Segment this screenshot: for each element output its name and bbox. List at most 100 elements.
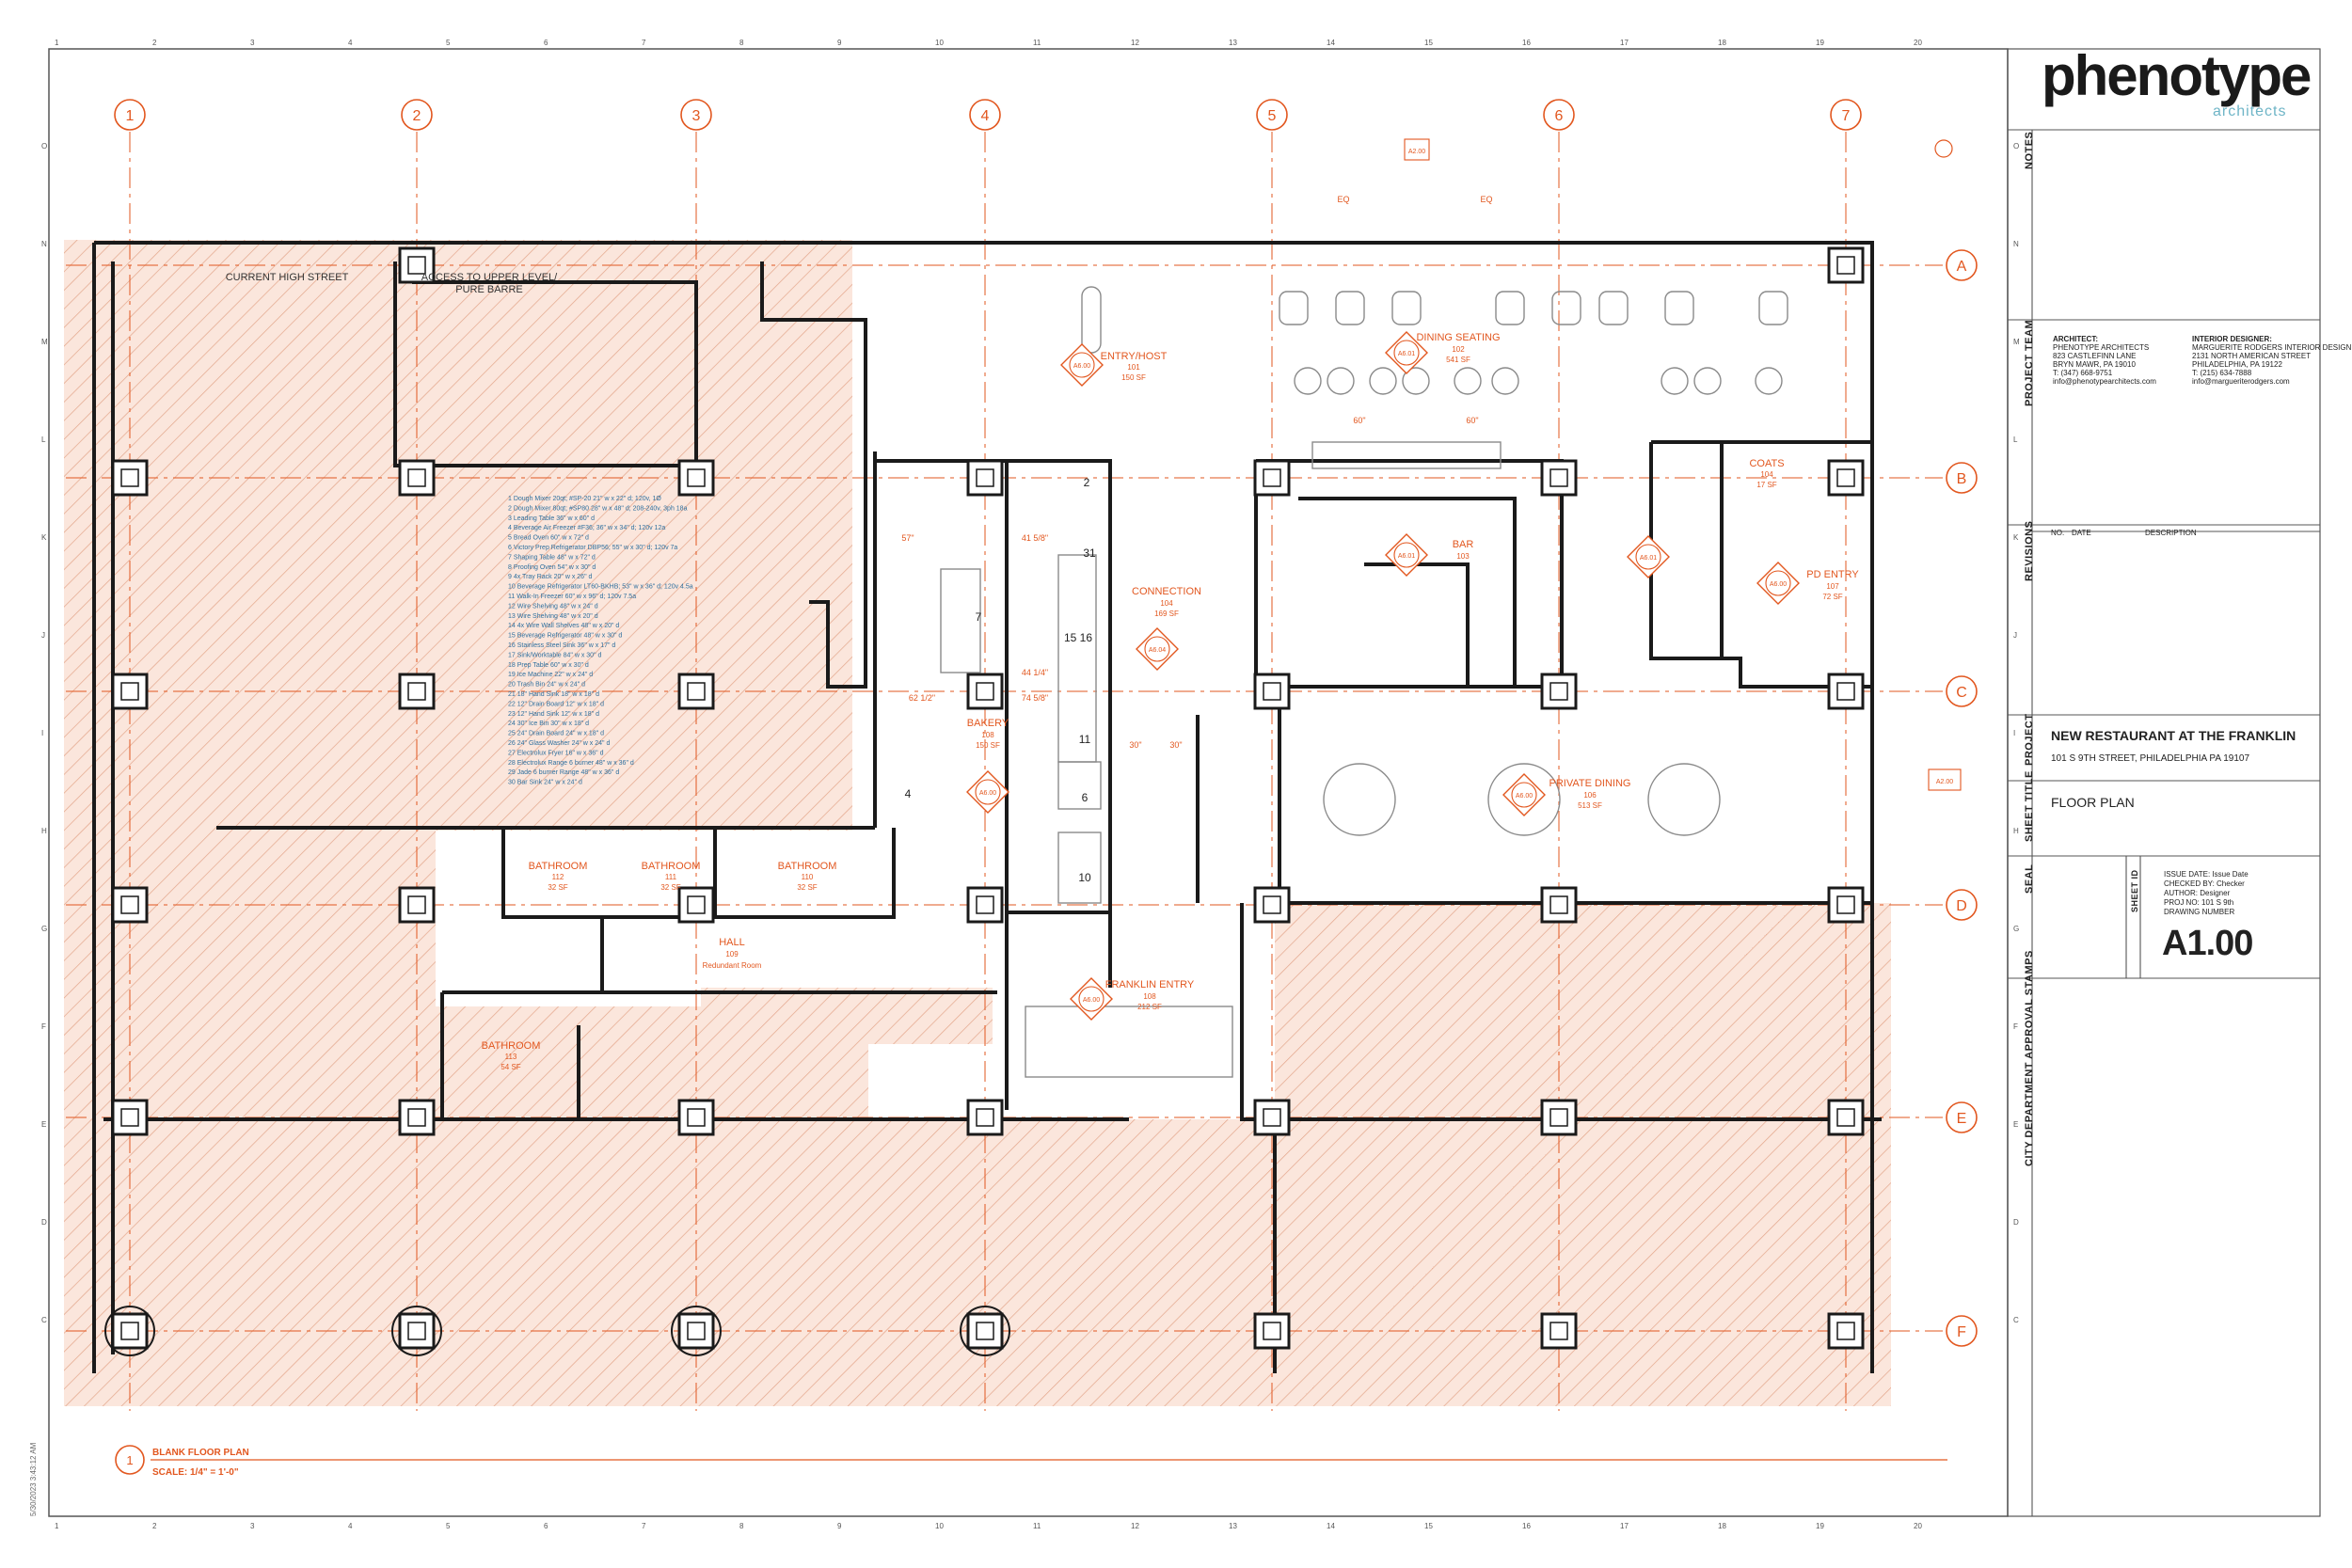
border-tick-right-D: D [2013,1218,2019,1227]
column-21 [111,1099,149,1136]
equipment-item-28: 28 Electrolux Range 6 burner 48" w x 36"… [508,760,634,767]
dim-41: 41 5/8" [1022,533,1048,543]
border-tick-left-J: J [41,631,45,640]
border-tick-top-4: 4 [348,39,353,47]
bakery-num-4: 4 [905,787,912,800]
border-tick-right-N: N [2013,240,2019,248]
column-19 [1540,886,1578,924]
column-25 [1253,1099,1291,1136]
label-pd-entry: PD ENTRY [1806,569,1859,580]
north-arrow [1934,139,1953,158]
column-core-25 [1263,1108,1281,1127]
border-tick-bottom-13: 13 [1229,1522,1237,1530]
project-address: 101 S 9TH STREET, PHILADELPHIA PA 19107 [2051,753,2250,764]
border-tick-top-20: 20 [1914,39,1922,47]
column-core-32 [1263,1322,1281,1340]
column-4 [1253,459,1291,497]
border-tick-bottom-12: 12 [1131,1522,1139,1530]
equipment-item-25: 25 24" Drain Board 24" w x 18" d [508,731,604,737]
equipment-item-18: 18 Prep Table 60" w x 30" d [508,662,589,669]
border-tick-left-O: O [41,142,47,150]
equipment-item-21: 21 18" Hand Sink 18" w x 18" d [508,691,599,698]
column-33 [1540,1312,1578,1350]
elevation-marker-label-3: A6.01 [1398,553,1415,560]
plan-labels: CURRENT HIGH STREET ACCESS TO UPPER LEVE… [226,195,1860,1071]
border-tick-top-15: 15 [1424,39,1433,47]
equipment-item-23: 23 12" Hand Sink 12" w x 18" d [508,711,599,718]
drawing-title: 1 BLANK FLOOR PLAN SCALE: 1/4" = 1'-0" 5… [29,1442,1947,1516]
dim-44: 44 1/4" [1022,668,1048,677]
label-coats: COATS [1749,458,1784,469]
border-tick-left-M: M [41,338,48,346]
border-tick-bottom-8: 8 [739,1522,744,1530]
border-tick-left-E: E [41,1120,46,1129]
label-access-1: ACCESS TO UPPER LEVEL/ [421,272,558,283]
equipment-item-2: 2 Dough Mixer 80qt; #SP80 28" w x 48" d;… [508,505,688,512]
label-entry-host-no: 101 [1127,363,1140,372]
bakery-num-7: 7 [976,610,982,624]
elevation-marker-circle-5 [975,779,1001,805]
stamps-label: CITY DEPARTMENT APPROVAL STAMPS [2024,950,2035,1166]
label-franklin-sf: 212 SF [1137,1003,1162,1011]
print-timestamp: 5/30/2023 3:43:12 AM [29,1442,38,1516]
border-tick-right-C: C [2013,1316,2019,1324]
equipment-item-8: 8 Proofing Oven 54" w x 30" d [508,564,596,571]
grid-label-6: 6 [1555,108,1564,124]
title-block-frame [2007,48,2321,1517]
section-tag-a200-top-label: A2.00 [1408,149,1425,155]
column-core-9 [687,682,706,701]
bakery-num-6: 6 [1082,791,1089,804]
border-tick-left-N: N [41,240,47,248]
column-5 [1540,459,1578,497]
architect-block: ARCHITECT: PHENOTYPE ARCHITECTS 823 CAST… [2053,335,2156,386]
equipment-item-15: 15 Beverage Refrigerator 48" w x 30" d [508,633,622,640]
equipment-item-12: 12 Wire Shelving 48" w x 24" d [508,603,598,610]
label-dining-seating: DINING SEATING [1416,332,1500,343]
grid-bubble-A [1946,249,1978,281]
label-hall-no: 109 [725,950,739,958]
column-core-8 [407,682,426,701]
label-connection: CONNECTION [1132,586,1201,597]
border-tick-left-G: G [41,925,47,933]
column-core-12 [1549,682,1568,701]
sheet-title: FLOOR PLAN [2051,795,2135,810]
equipment-item-13: 13 Wire Shelving 48" w x 20" d [508,613,598,620]
border-ticks: 1122334455667788991010111112121313141415… [41,39,2020,1530]
rev-no-header: NO. [2051,529,2065,537]
grid-bubble-E [1946,1101,1978,1133]
grid-label-2: 2 [413,108,421,124]
drawing-scale: SCALE: 1/4" = 1'-0" [152,1467,239,1478]
border-tick-right-G: G [2013,925,2019,933]
column-35 [398,246,436,284]
border-tick-top-11: 11 [1033,39,1041,47]
sheet-title-label: SHEET TITLE [2024,770,2035,842]
dim-74: 74 5/8" [1022,693,1048,703]
border-tick-top-12: 12 [1131,39,1139,47]
column-core-1 [407,468,426,487]
border-tick-bottom-19: 19 [1816,1522,1824,1530]
equipment-item-29: 29 Jade 6 burner Range 48" w x 36" d [508,769,619,776]
border-tick-top-7: 7 [642,39,646,47]
column-2 [677,459,715,497]
label-private-dining: PRIVATE DINING [1549,778,1631,789]
column-23 [677,1099,715,1136]
grid-bubble-4 [969,99,1001,131]
column-28 [111,1312,149,1350]
border-tick-top-16: 16 [1522,39,1531,47]
grid-label-4: 4 [981,108,990,124]
column-core-13 [1836,682,1855,701]
column-15 [398,886,436,924]
elevation-marker-circle-1 [1393,340,1420,366]
label-pd-entry-no: 107 [1826,582,1839,591]
column-12 [1540,673,1578,710]
label-bath-111-sf: 32 SF [660,883,680,892]
border-tick-left-C: C [41,1316,47,1324]
column-core-21 [120,1108,139,1127]
column-core-18 [1263,895,1281,914]
label-franklin-no: 108 [1143,992,1156,1001]
border-tick-top-6: 6 [544,39,548,47]
border-tick-top-18: 18 [1718,39,1726,47]
elevation-marker-label-2: A6.04 [1149,647,1166,654]
interior-designer-block: INTERIOR DESIGNER: MARGUERITE RODGERS IN… [2192,335,2352,386]
